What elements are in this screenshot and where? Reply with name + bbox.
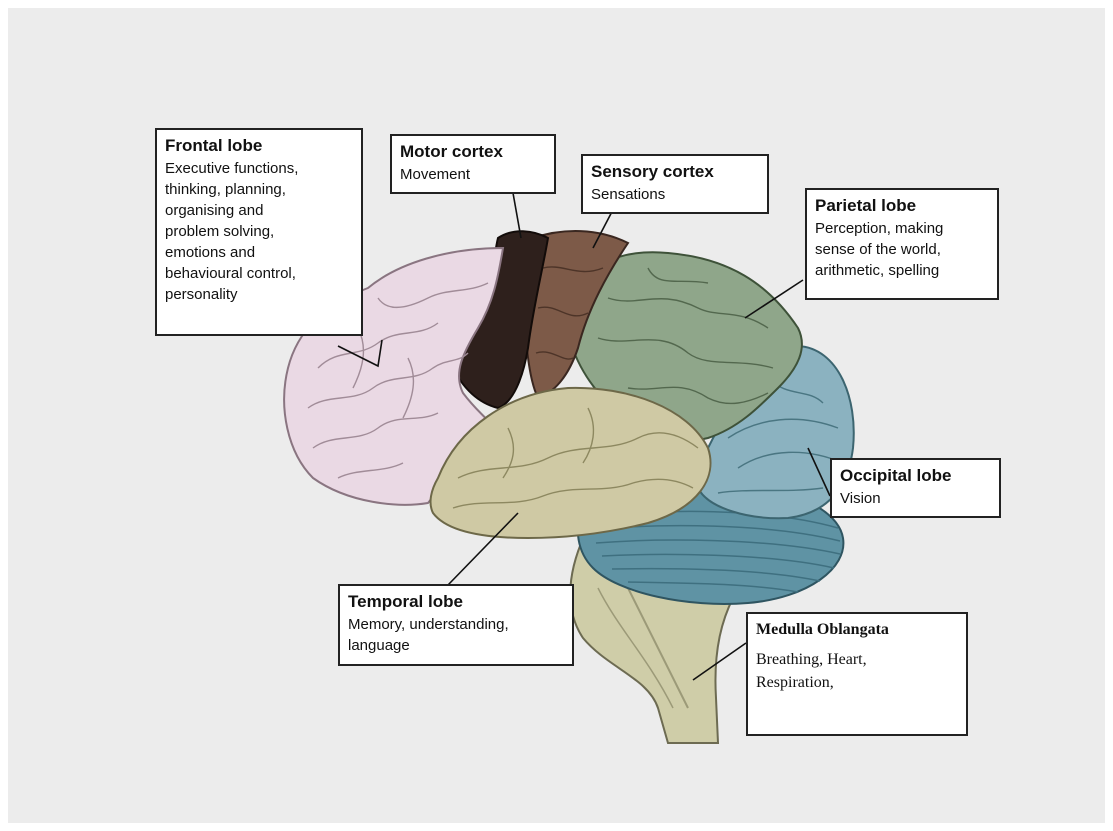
sensory-cortex-title: Sensory cortex (591, 162, 759, 182)
occipital-lobe-title: Occipital lobe (840, 466, 991, 486)
parietal-lobe-label: Parietal lobe Perception, making sense o… (805, 188, 999, 300)
frontal-lobe-title: Frontal lobe (165, 136, 353, 156)
medulla-oblangata-label: Medulla Oblangata Breathing, Heart, Resp… (746, 612, 968, 736)
diagram-canvas: Frontal lobe Executive functions, thinki… (8, 8, 1105, 823)
temporal-lobe-desc: Memory, understanding, language (348, 614, 564, 656)
occipital-lobe-desc: Vision (840, 488, 991, 509)
sensory-cortex-label: Sensory cortex Sensations (581, 154, 769, 214)
sensory-cortex-desc: Sensations (591, 184, 759, 205)
occipital-lobe-label: Occipital lobe Vision (830, 458, 1001, 518)
medulla-oblangata-desc: Breathing, Heart, Respiration, (756, 648, 958, 694)
temporal-lobe-title: Temporal lobe (348, 592, 564, 612)
frontal-lobe-label: Frontal lobe Executive functions, thinki… (155, 128, 363, 336)
temporal-lobe-label: Temporal lobe Memory, understanding, lan… (338, 584, 574, 666)
motor-cortex-desc: Movement (400, 164, 546, 185)
parietal-lobe-title: Parietal lobe (815, 196, 989, 216)
motor-cortex-title: Motor cortex (400, 142, 546, 162)
parietal-lobe-desc: Perception, making sense of the world, a… (815, 218, 989, 281)
motor-cortex-label: Motor cortex Movement (390, 134, 556, 194)
medulla-oblangata-title: Medulla Oblangata (756, 620, 958, 640)
frontal-lobe-desc: Executive functions, thinking, planning,… (165, 158, 353, 305)
